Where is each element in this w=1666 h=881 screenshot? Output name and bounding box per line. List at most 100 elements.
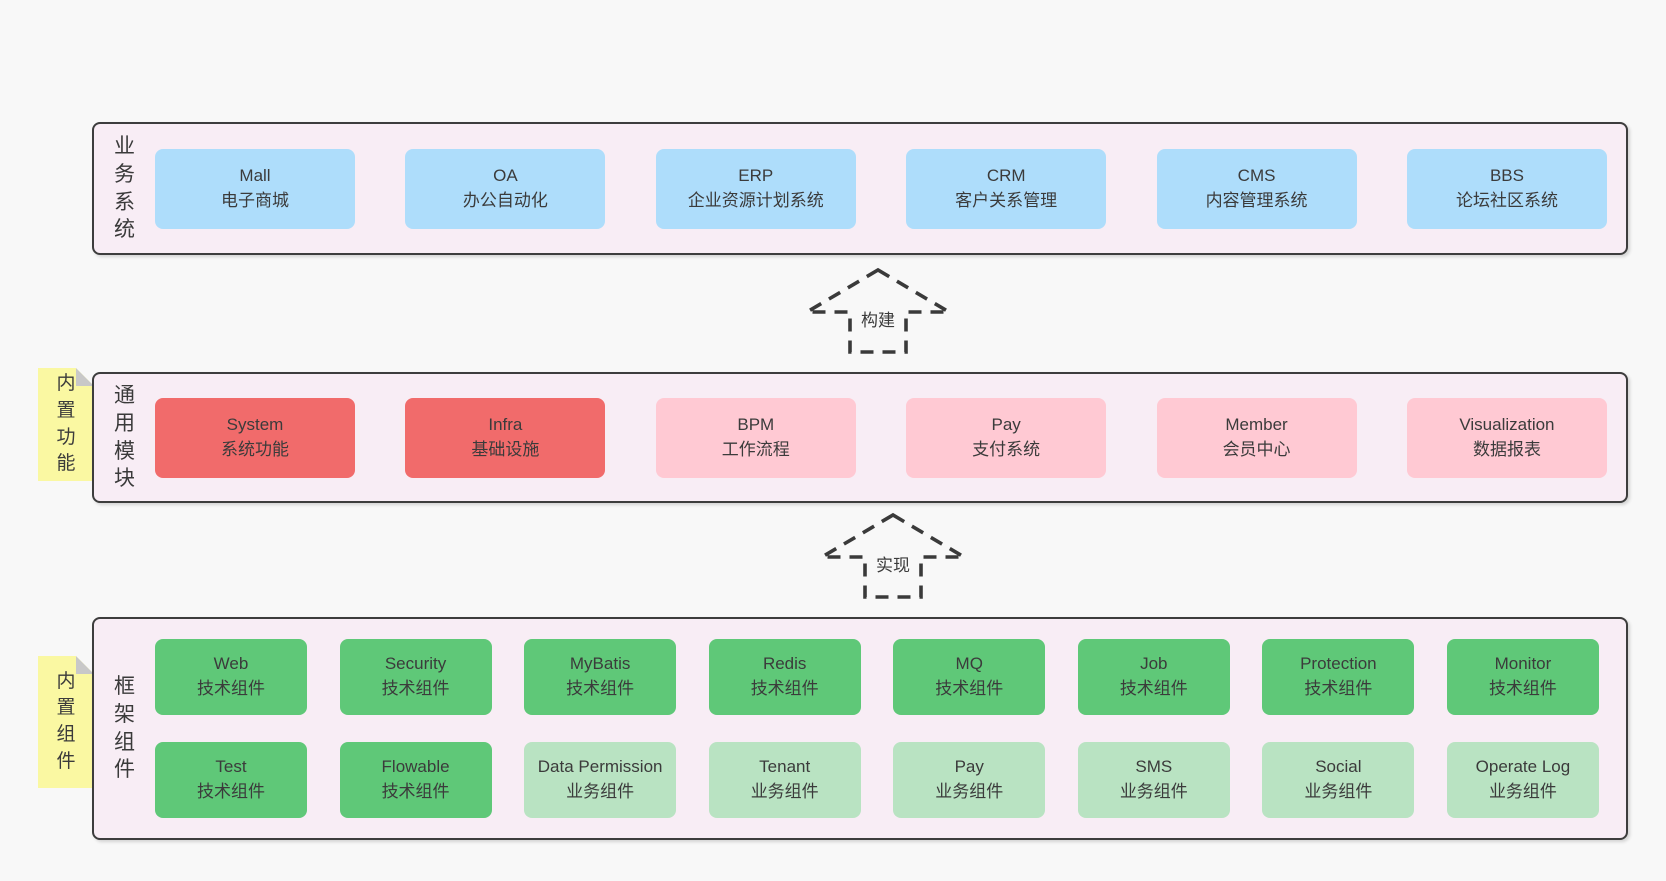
box-subtitle: 业务组件: [1119, 782, 1188, 801]
box-social: Social 业务组件: [1262, 742, 1415, 818]
box-subtitle: 基础设施: [471, 439, 540, 459]
box-title: Security: [384, 654, 447, 674]
panel-label: 业务系统: [114, 135, 135, 242]
box-title: Pay: [954, 757, 984, 777]
box-title: Web: [213, 654, 249, 674]
box-test: Test 技术组件: [155, 742, 307, 818]
box-pay-component: Pay 业务组件: [893, 742, 1046, 818]
box-title: Pay: [991, 414, 1021, 434]
box-subtitle: 业务组件: [566, 782, 635, 801]
box-member: Member 会员中心: [1156, 397, 1357, 478]
box-subtitle: 内容管理系统: [1205, 190, 1308, 210]
box-subtitle: 技术组件: [1304, 679, 1373, 698]
box-subtitle: 支付系统: [972, 439, 1041, 459]
box-title: Test: [215, 757, 247, 777]
box-title: Job: [1140, 654, 1168, 674]
panel-framework-components: 框架组件 Web 技术组件 Security 技术组件 MyBatis 技术组件…: [92, 617, 1628, 840]
arrow-implement: 实现: [818, 511, 968, 601]
box-mall: Mall 电子商城: [155, 148, 355, 229]
box-subtitle: 业务组件: [1488, 782, 1557, 801]
box-mybatis: MyBatis 技术组件: [524, 639, 677, 715]
box-title: System: [226, 414, 284, 434]
box-title: Flowable: [381, 757, 450, 777]
box-sms: SMS 业务组件: [1077, 742, 1230, 818]
arrow-up-icon: [803, 267, 953, 354]
box-title: CRM: [986, 165, 1026, 185]
box-title: MyBatis: [569, 654, 631, 674]
box-row: Mall 电子商城 OA 办公自动化 ERP 企业资源计划系统 CRM 客户关系…: [155, 124, 1607, 253]
box-subtitle: 技术组件: [750, 679, 819, 698]
arrow-label: 实现: [871, 548, 915, 579]
box-flowable: Flowable 技术组件: [339, 742, 492, 818]
panel-business-systems: 业务系统 Mall 电子商城 OA 办公自动化 ERP 企业资源计划系统 CRM…: [92, 122, 1628, 255]
box-title: OA: [493, 165, 518, 185]
box-subtitle: 技术组件: [381, 679, 450, 698]
box-subtitle: 技术组件: [935, 679, 1004, 698]
box-subtitle: 技术组件: [381, 782, 450, 801]
box-title: MQ: [955, 654, 983, 674]
box-crm: CRM 客户关系管理: [906, 148, 1107, 229]
box-job: Job 技术组件: [1077, 639, 1230, 715]
box-subtitle: 电子商城: [221, 190, 289, 210]
box-title: CMS: [1237, 165, 1276, 185]
box-title: Visualization: [1459, 414, 1555, 434]
box-subtitle: 工作流程: [721, 439, 790, 459]
box-subtitle: 企业资源计划系统: [687, 190, 824, 210]
box-subtitle: 论坛社区系统: [1455, 190, 1558, 210]
box-cms: CMS 内容管理系统: [1156, 148, 1357, 229]
box-title: Member: [1225, 414, 1288, 434]
box-row: System 系统功能 Infra 基础设施 BPM 工作流程 Pay 支付系统…: [155, 374, 1607, 501]
panel-label-column: 通用模块: [94, 374, 155, 501]
box-subtitle: 业务组件: [750, 782, 819, 801]
box-title: Data Permission: [537, 757, 663, 777]
box-data-permission: Data Permission 业务组件: [524, 742, 677, 818]
box-infra: Infra 基础设施: [405, 397, 606, 478]
component-grid: Web 技术组件 Security 技术组件 MyBatis 技术组件 Redi…: [155, 619, 1599, 838]
box-title: Monitor: [1494, 654, 1552, 674]
box-protection: Protection 技术组件: [1262, 639, 1415, 715]
panel-label-column: 业务系统: [94, 124, 155, 253]
box-title: Tenant: [759, 757, 811, 777]
box-security: Security 技术组件: [339, 639, 492, 715]
box-title: Redis: [762, 654, 807, 674]
box-subtitle: 技术组件: [197, 782, 265, 801]
box-subtitle: 技术组件: [566, 679, 635, 698]
box-oa: OA 办公自动化: [405, 148, 606, 229]
box-monitor: Monitor 技术组件: [1446, 639, 1599, 715]
box-pay: Pay 支付系统: [906, 397, 1107, 478]
box-title: Protection: [1300, 654, 1377, 674]
panel-label-column: 框架组件: [94, 619, 155, 838]
box-bpm: BPM 工作流程: [655, 397, 856, 478]
box-subtitle: 业务组件: [1304, 782, 1373, 801]
box-title: SMS: [1135, 757, 1173, 777]
box-web: Web 技术组件: [155, 639, 307, 715]
box-subtitle: 客户关系管理: [955, 190, 1058, 210]
box-operate-log: Operate Log 业务组件: [1446, 742, 1599, 818]
box-system: System 系统功能: [155, 397, 355, 478]
box-title: ERP: [738, 165, 774, 185]
box-mq: MQ 技术组件: [893, 639, 1046, 715]
arrow-label: 构建: [856, 303, 900, 334]
arrow-up-icon: [818, 512, 968, 599]
box-title: BPM: [737, 414, 775, 434]
panel-label: 通用模块: [114, 384, 135, 491]
box-subtitle: 办公自动化: [462, 190, 548, 210]
box-subtitle: 技术组件: [1119, 679, 1188, 698]
box-title: Operate Log: [1475, 757, 1571, 777]
box-title: Infra: [488, 414, 523, 434]
box-erp: ERP 企业资源计划系统: [655, 148, 856, 229]
box-subtitle: 技术组件: [197, 679, 265, 698]
box-title: BBS: [1489, 165, 1524, 185]
box-redis: Redis 技术组件: [708, 639, 861, 715]
box-subtitle: 系统功能: [221, 439, 289, 459]
box-title: Mall: [239, 165, 271, 185]
box-tenant: Tenant 业务组件: [708, 742, 861, 818]
sticky-note-built-in-components: 内置组件: [38, 656, 94, 788]
box-subtitle: 业务组件: [935, 782, 1004, 801]
panel-common-modules: 通用模块 System 系统功能 Infra 基础设施 BPM 工作流程 Pay…: [92, 372, 1628, 503]
box-visualization: Visualization 数据报表: [1406, 397, 1607, 478]
box-subtitle: 会员中心: [1222, 439, 1291, 459]
arrow-build: 构建: [803, 266, 953, 356]
box-subtitle: 技术组件: [1488, 679, 1557, 698]
